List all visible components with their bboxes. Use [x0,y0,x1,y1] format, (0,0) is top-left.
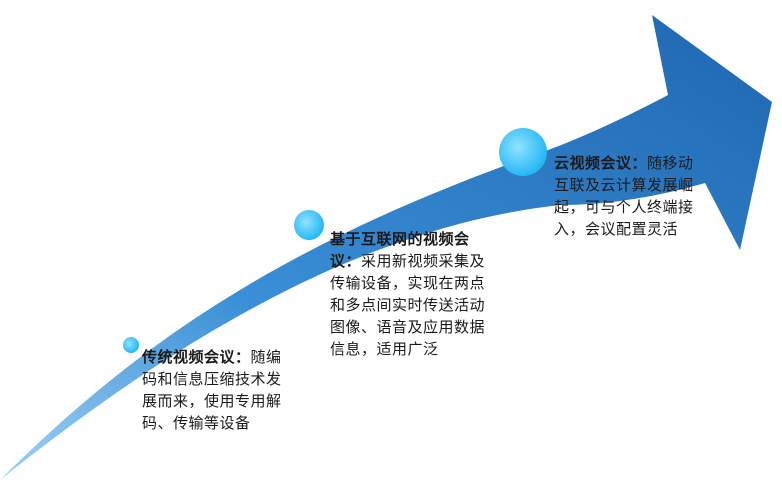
stage-1-dot [123,337,139,353]
stage-title: 传统视频会议： [142,348,251,366]
stage-traditional-video-conference: 传统视频会议：随编码和信息压缩技术发展而来，使用专用解码、传输等设备 [142,346,292,434]
stage-2-dot [294,210,324,240]
stage-3-dot [499,128,547,176]
stage-title: 云视频会议： [554,154,648,172]
stage-internet-video-conference: 基于互联网的视频会议：采用新视频采集及传输设备，实现在两点和多点间实时传送活动图… [330,228,490,360]
stage-description: 随编码和信息压缩技术发展而来，使用专用解码、传输等设备 [142,348,282,432]
stage-description: 采用新视频采集及传输设备，实现在两点和多点间实时传送活动图像、语音及应用数据信息… [330,252,486,358]
stage-description: 随移动互联及云计算发展崛起，可与个人终端接入，会议配置灵活 [554,154,694,238]
stage-cloud-video-conference: 云视频会议：随移动互联及云计算发展崛起，可与个人终端接入，会议配置灵活 [554,152,704,240]
arrow-body [0,15,772,480]
stage-title: 基于互联网的视频会议： [330,230,470,270]
